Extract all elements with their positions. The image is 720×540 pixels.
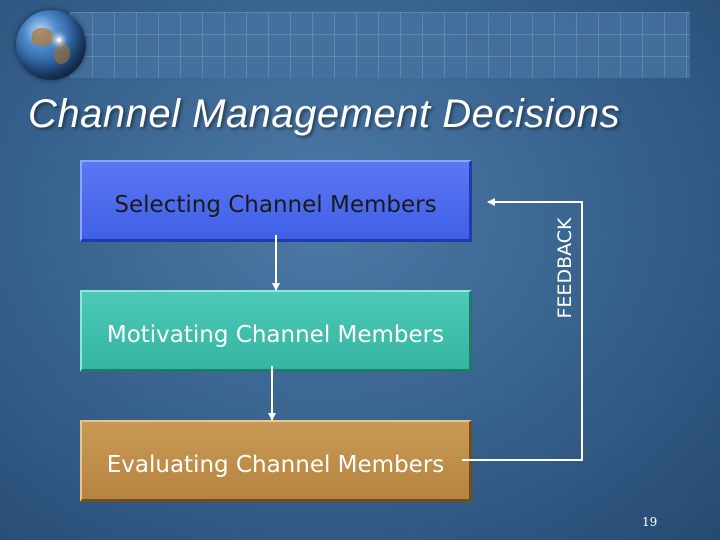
step-motivating-label: Motivating Channel Members: [106, 321, 445, 348]
page-number: 19: [642, 515, 658, 529]
feedback-text: FEEDBACK: [554, 217, 576, 319]
step-selecting-box: Selecting Channel Members: [80, 160, 472, 242]
slide-title: Channel Management Decisions: [28, 92, 621, 136]
globe-icon: [16, 10, 86, 80]
world-map-banner: [70, 12, 690, 78]
step-evaluating-label: Evaluating Channel Members: [106, 451, 445, 478]
feedback-loop-line: [462, 198, 583, 461]
step-evaluating-box: Evaluating Channel Members: [80, 420, 472, 502]
step-motivating-box: Motivating Channel Members: [80, 290, 472, 372]
step-selecting-label: Selecting Channel Members: [114, 191, 437, 218]
